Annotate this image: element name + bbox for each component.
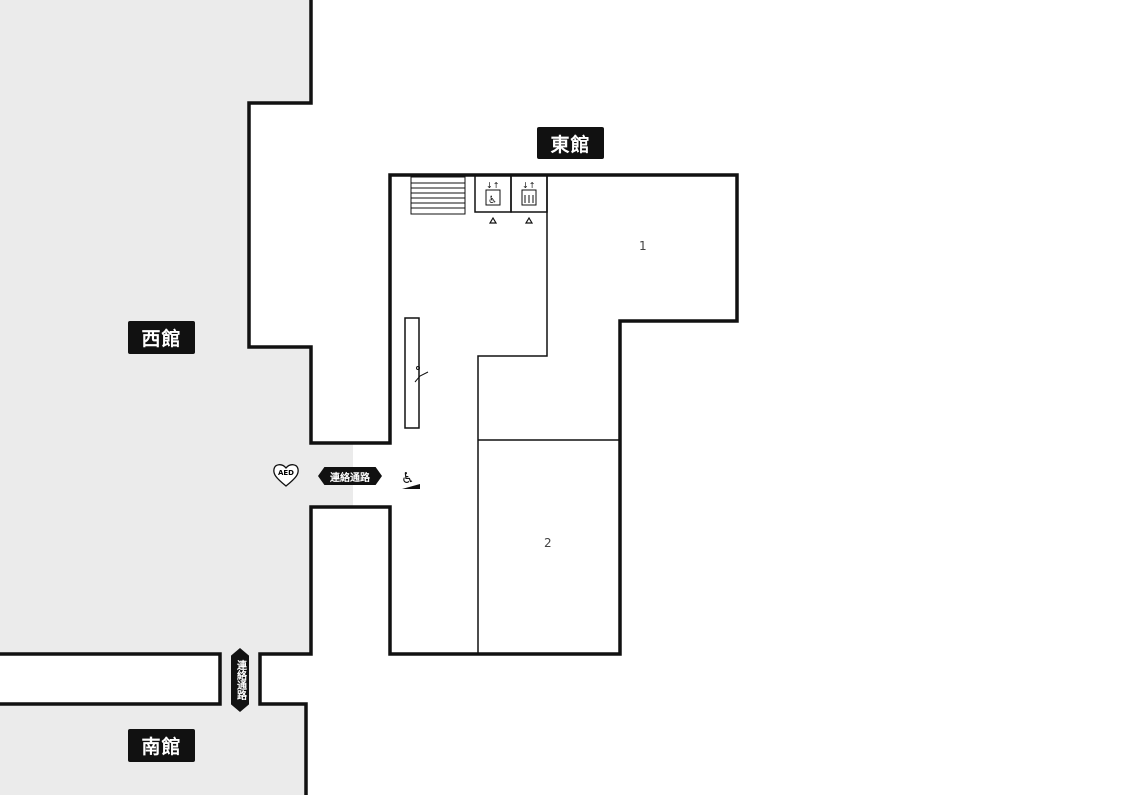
aed-heart-icon: AED: [272, 462, 300, 488]
svg-text:↓↑: ↓↑: [522, 181, 535, 190]
south-building-label: 南館: [128, 729, 195, 762]
escalator-icon: [414, 366, 429, 383]
aed-label: AED: [277, 469, 294, 477]
svg-text:♿: ♿: [488, 195, 497, 206]
elevator-icon: ↓↑: [521, 181, 537, 206]
walls: [0, 0, 739, 795]
room-1-label: 1: [639, 239, 647, 253]
west-building-area: [0, 0, 353, 795]
interior-walls: [404, 174, 620, 654]
svg-text:♿: ♿: [401, 469, 414, 487]
elevator-door-markers: [488, 216, 534, 224]
room-2-label: 2: [544, 536, 552, 550]
stairs-icon: [410, 176, 466, 215]
wheelchair-ramp-icon: ♿: [401, 469, 420, 489]
west-building-label: 西館: [128, 321, 195, 354]
connecting-passage-label-horizontal: 連絡通路: [318, 467, 382, 485]
east-building-label: 東館: [537, 127, 604, 159]
connecting-passage-label-vertical: 連絡通路: [231, 648, 249, 712]
accessible-elevator-icon: ↓↑ ♿: [485, 181, 501, 206]
svg-text:↓↑: ↓↑: [486, 181, 499, 190]
